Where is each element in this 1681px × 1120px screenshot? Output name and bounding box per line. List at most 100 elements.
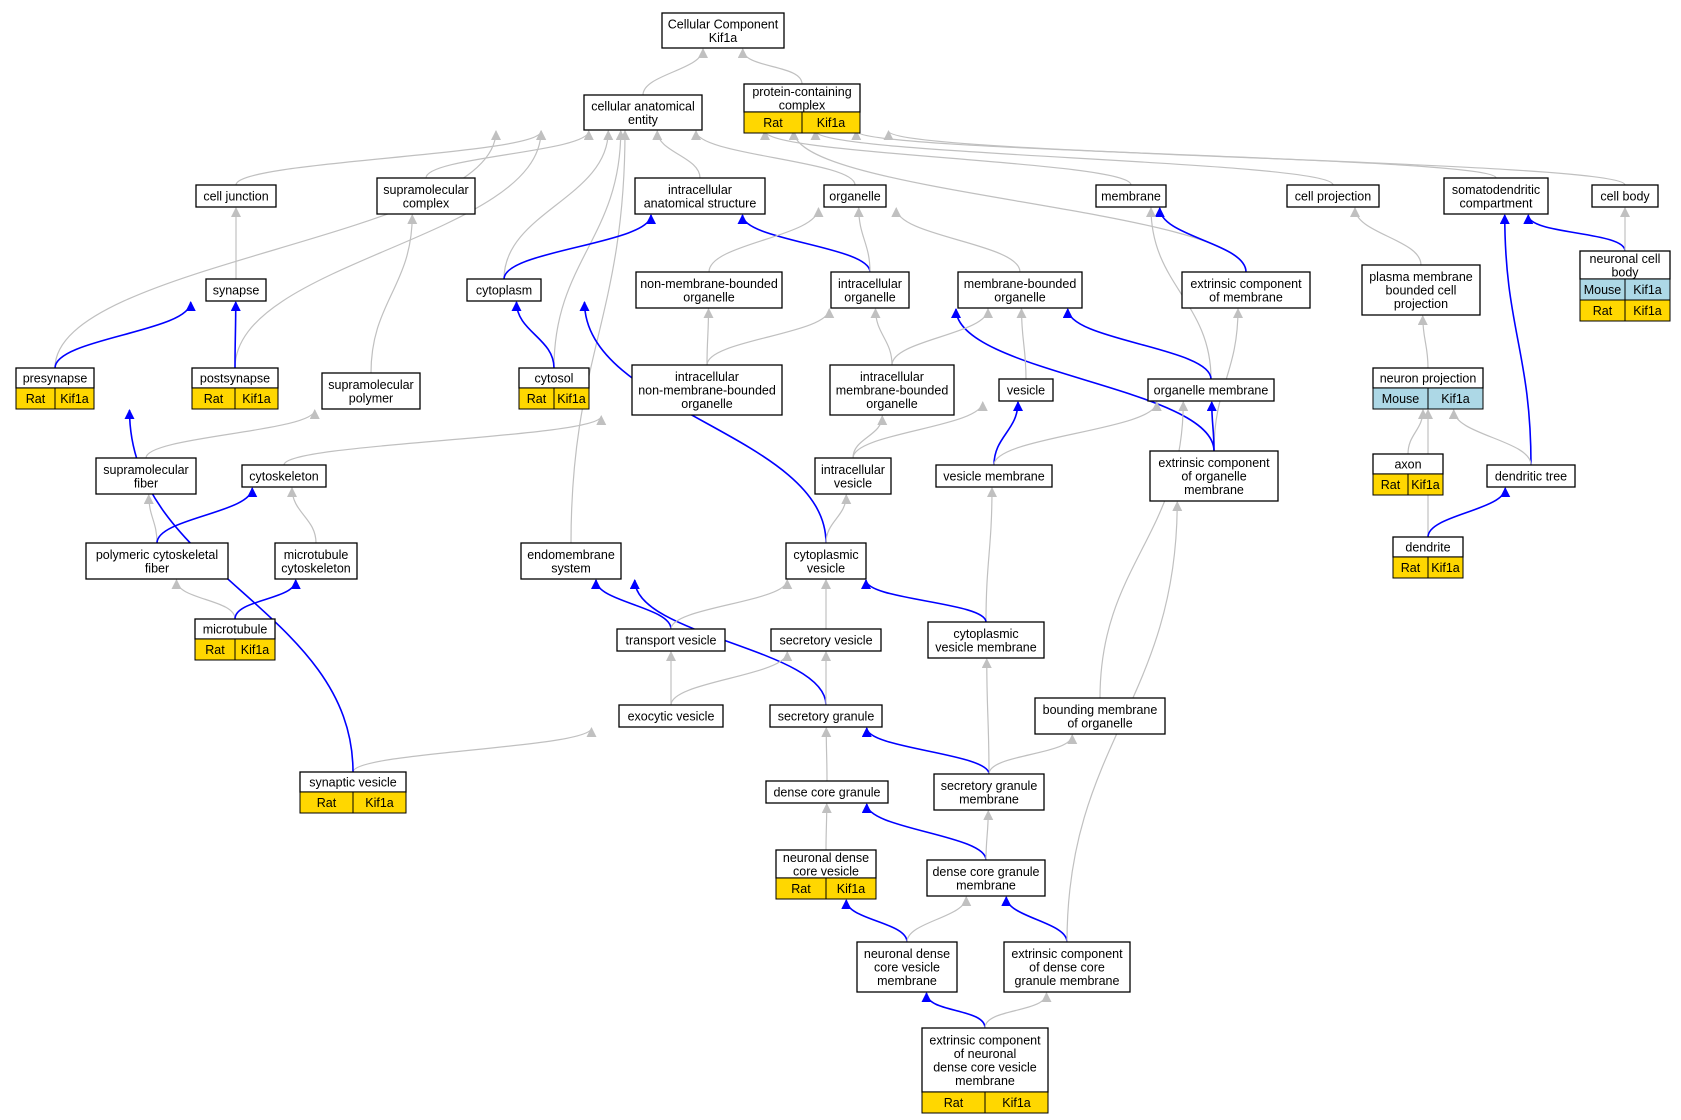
node-label: organelle [829, 190, 880, 204]
node-secretory-vesicle: secretory vesicle [770, 628, 882, 652]
node-label: system [551, 561, 591, 575]
edge-ves-membrane-to-vesicle [993, 401, 1023, 466]
gene-cell [1427, 387, 1484, 410]
edge-cyto-vesicle-to-ivesicle [825, 494, 852, 544]
node-label: core vesicle [793, 864, 859, 878]
node-label: non-membrane-bounded [638, 384, 776, 398]
node-label: supramolecular [103, 463, 188, 477]
node-label: intracellular [838, 277, 902, 291]
node-label: membrane [1101, 190, 1161, 204]
node-cell-body: cell body [1591, 184, 1659, 208]
node-dcg: dense core granule [765, 780, 889, 804]
node-label: secretory vesicle [779, 634, 872, 648]
edge-protein-complex-to-root [737, 48, 803, 85]
node-box [631, 364, 783, 416]
node-box [926, 859, 1046, 897]
node-label: Kif1a [709, 31, 738, 45]
node-label: microtubule [284, 548, 349, 562]
node-box [1579, 250, 1671, 280]
node-box [466, 278, 542, 302]
edge-vesicle-to-mbo [1016, 308, 1027, 380]
edge-ivesicle-to-vesicle [852, 401, 988, 459]
node-cell-projection: cell projection [1286, 184, 1380, 208]
node-label: of dense core [1029, 961, 1105, 975]
edge-pcf-to-supramol-fiber [143, 494, 158, 544]
node-label: organelle membrane [1154, 384, 1269, 398]
node-box [1486, 464, 1576, 488]
edge-presynapse-to-synapse [54, 301, 196, 369]
gene-label: Kif1a [365, 796, 394, 810]
node-label: organelle [681, 397, 732, 411]
edge-cytosol-to-cae [553, 130, 626, 369]
edge-sgm-to-cvm [981, 658, 992, 775]
node-label: fiber [145, 561, 169, 575]
edge-microtubule-to-mt-cytoskeleton [234, 579, 301, 620]
node-label: complex [779, 98, 826, 112]
node-box [829, 364, 955, 416]
node-label: neuronal dense [864, 947, 950, 961]
edge-nmbo-to-organelle [708, 207, 824, 273]
edge-mbo-to-organelle [891, 207, 1021, 273]
node-label: organelle [866, 397, 917, 411]
node-label: dense core granule [932, 865, 1039, 879]
node-label: cytoplasmic [953, 627, 1018, 641]
node-box [376, 177, 476, 215]
node-label: intracellular [821, 463, 885, 477]
node-box [635, 271, 783, 309]
node-box [583, 94, 703, 131]
node-box [830, 271, 910, 309]
node-box [95, 457, 197, 495]
node-box [1149, 450, 1279, 502]
node-inmbo: intracellularnon-membrane-boundedorganel… [631, 364, 783, 416]
node-secretory-granule: secretory granule [769, 704, 883, 728]
gene-cell [1427, 556, 1464, 579]
node-box [1591, 184, 1659, 208]
node-box [935, 464, 1053, 488]
node-label: intracellular [675, 370, 739, 384]
node-label: of membrane [1209, 290, 1283, 304]
gene-cell [234, 638, 276, 661]
node-label: exocytic vesicle [628, 710, 715, 724]
edge-microtubule-to-pcf [171, 579, 236, 620]
node-label: plasma membrane [1369, 270, 1473, 284]
node-label: dendritic tree [1495, 470, 1567, 484]
node-box [195, 184, 277, 208]
species-label: Rat [527, 392, 547, 406]
node-label: organelle [994, 290, 1045, 304]
node-label: organelle [844, 290, 895, 304]
species-label: Mouse [1382, 392, 1420, 406]
node-label: cytoplasm [476, 284, 532, 298]
edge-exocytic-to-secretory-vesicle [670, 651, 793, 706]
node-label: intracellular [860, 370, 924, 384]
node-label: membrane-bounded [836, 384, 949, 398]
node-label: polymeric cytoskeletal [96, 548, 218, 562]
gene-cell [352, 791, 407, 814]
gene-label: Kif1a [1441, 392, 1470, 406]
edge-transport-vesicle-to-cyto-vesicle [670, 579, 793, 630]
edge-supramol-fiber-to-supramol-polymer [145, 409, 320, 459]
edge-ecm-to-membrane [1154, 207, 1247, 273]
edge-dendritic-tree-to-somatodendritic [1499, 214, 1532, 466]
node-box [205, 278, 267, 302]
edge-ves-membrane-to-org-membrane [993, 401, 1162, 466]
node-box [927, 621, 1045, 659]
edge-io-to-organelle [853, 207, 871, 273]
node-vesicle: vesicle [998, 378, 1054, 402]
node-label: cytoskeleton [249, 470, 319, 484]
gene-label: Kif1a [1633, 283, 1662, 297]
